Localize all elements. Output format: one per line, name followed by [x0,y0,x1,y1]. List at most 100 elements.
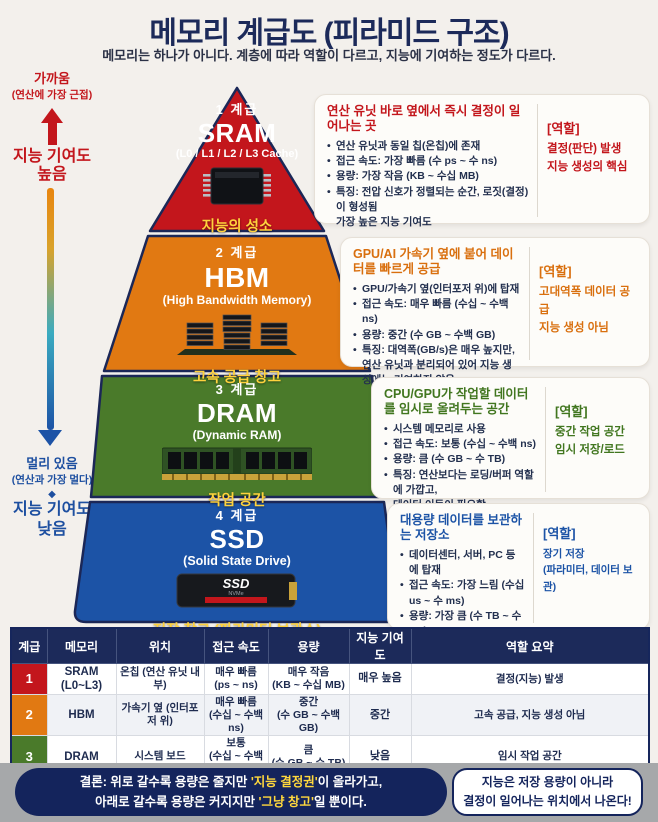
bullet: 접근 속도: 보통 (수십 ~ 수백 ns) [384,437,537,452]
conclusion-text: 아래로 갈수록 용량은 커지지만 [95,795,259,809]
role-text: 장기 저장 (파라미터, 데이터 보관) [543,548,633,593]
col-header-contribution: 지능 기여도 [348,627,412,664]
memory-subname: (L0 / L1 / L2 / L3 Cache) [175,148,299,161]
diamond-icon: ◆ [48,489,56,500]
contribution-cell: 중간 [348,694,412,737]
conclusion-text: 일 뿐이다. [313,795,367,809]
bullet: 연산 유닛과 동일 칩(온칩)에 존재 [327,139,529,154]
memory-name: DRAM [197,398,277,428]
info-title: CPU/GPU가 작업할 데이터를 임시로 올려두는 공간 [384,387,529,416]
role-text: 결정(판단) 발생 지능 생성의 핵심 [547,143,628,173]
conclusion-highlight: '그냥 창고' [258,795,314,809]
pyramid-label-hbm: 2 계급 HBM (High Bandwidth Memory) 고속 공급 창… [132,242,342,387]
info-box-dram: CPU/GPU가 작업할 데이터를 임시로 올려두는 공간 시스템 메모리로 사… [371,377,650,511]
memory-cell: HBM [46,694,117,737]
table-row-hbm: 2 HBM 가속기 옆 (인터포저 위) 매우 빠름 (수십 ~ 수백 ns) … [10,694,650,737]
takeaway-pill: 지능은 저장 용량이 아니라 결정이 일어나는 위치에서 나온다! [452,768,643,816]
speed-cell: 매우 빠름 (ps ~ ns) [203,662,269,696]
gradient-axis-line [47,188,54,430]
bullet: 용량: 중간 (수 GB ~ 수백 GB) [353,328,521,343]
page-title: 메모리 계급도 (피라미드 구조) [149,17,509,50]
level-tagline: 지능의 성소 [201,219,273,236]
bullet: 접근 속도: 가장 느림 (수십 us ~ 수 ms) [400,578,525,608]
role-label: [역할] [539,264,572,279]
speed-cell: 매우 빠름 (수십 ~ 수백 ns) [203,694,269,737]
tier-cell: 1 [10,662,48,696]
col-header-speed: 접근 속도 [203,627,269,664]
info-box-ssd: 대용량 데이터를 보관하는 저장소 데이터센터, 서버, PC 등에 탑재 접근… [387,503,650,683]
conclusion-highlight: '지능 결정권' [250,775,318,789]
table-row-sram: 1 SRAM (L0~L3) 온칩 (연산 유닛 내부) 매우 빠름 (ps ~… [10,662,650,696]
tier-cell: 2 [10,694,48,737]
col-header-memory: 메모리 [46,627,117,664]
axis-proximity-far-sub: (연산과 가장 멀다) [11,474,93,486]
axis-proximity-far-label: 멀리 있음 [26,456,78,471]
info-bullets: 시스템 메모리로 사용 접근 속도: 보통 (수십 ~ 수백 ns) 용량: 큼… [384,422,537,513]
axis-metric-high-label: 지능 기여도 [12,148,92,165]
bullet: 접근 속도: 매우 빠름 (수십 ~ 수백 ns) [353,297,521,327]
ssd-image-label: SSD [223,576,250,591]
pyramid-label-sram: 1 계급 SRAM (L0 / L1 / L2 / L3 Cache) 지능의 … [157,99,317,236]
contribution-cell: 매우 높음 [348,662,412,696]
memory-cell: SRAM (L0~L3) [46,662,117,696]
memory-name: HBM [204,262,270,293]
location-cell: 온칩 (연산 유닛 내부) [115,662,205,696]
col-header-tier: 계급 [10,627,48,664]
memory-subname: (Solid State Drive) [183,554,291,569]
tier-label: 1 계급 [215,102,259,117]
axis-proximity-near-label: 가까움 [34,71,70,86]
role-label: [역할] [543,526,576,541]
memory-subname: (Dynamic RAM) [192,428,282,443]
tier-label: 3 계급 [215,382,259,397]
pyramid-label-ssd: 4 계급 SSD (Solid State Drive) SSD NVMe 저장… [92,505,382,640]
axis-proximity-near-sub: (연산에 가장 근접) [11,89,93,101]
ssd-image-sublabel: NVMe [228,591,243,597]
role-label: [역할] [547,121,580,136]
axis-value-high: 높음 [37,166,67,183]
role-text: 고대역폭 데이터 공급 지능 생성 아님 [539,286,631,334]
bullet: 접근 속도: 가장 빠름 (수 ps ~ 수 ns) [327,154,529,169]
arrow-down-icon [38,430,62,446]
tier-label: 4 계급 [215,508,259,523]
bullet: 특징: 전압 신호가 정렬되는 순간, 로짓(결정)이 형성됨 가장 높은 지능… [327,185,529,231]
level-tagline: 작업 공간 [208,493,266,510]
pyramid-label-dram: 3 계급 DRAM (Dynamic RAM) 작업 공간 [112,379,362,510]
pyramid-level-sram [148,86,326,233]
conclusion-text: 이 올라가고, [317,775,383,789]
level-tagline: 고속 공급 창고 [192,370,282,387]
info-title: 대용량 데이터를 보관하는 저장소 [400,513,522,542]
bullet: GPU/가속기 옆(인터포저 위)에 탑재 [353,282,521,297]
tier-label: 2 계급 [215,245,259,260]
memory-name: SSD [209,524,265,554]
role-cell: 고속 공급, 지능 생성 아님 [410,694,650,737]
page-subtitle: 메모리는 하나가 아니다. 계층에 따라 역할이 다르고, 지능에 기여하는 정… [102,48,556,63]
role-label: [역할] [555,404,588,419]
sram-chip-image [203,167,271,205]
axis-metric-low-label: 지능 기여도 [12,501,92,518]
bullet: 용량: 큼 (수 GB ~ 수 TB) [384,452,537,467]
location-cell: 가속기 옆 (인터포저 위) [115,694,205,737]
takeaway-line-1: 지능은 저장 용량이 아니라 [481,775,614,790]
info-box-sram: 연산 유닛 바로 옆에서 즉시 결정이 일어나는 곳 연산 유닛과 동일 칩(온… [314,94,650,228]
info-title: 연산 유닛 바로 옆에서 즉시 결정이 일어나는 곳 [327,104,521,133]
dram-module-image [161,447,313,481]
col-header-capacity: 용량 [267,627,350,664]
bullet: 용량: 가장 작음 (KB ~ 수십 MB) [327,169,529,184]
table-header-row: 계급 메모리 위치 접근 속도 용량 지능 기여도 역할 요약 [10,627,650,664]
col-header-location: 위치 [115,627,205,664]
info-bullets: GPU/가속기 옆(인터포저 위)에 탑재 접근 속도: 매우 빠름 (수십 ~… [353,282,521,389]
info-box-hbm: GPU/AI 가속기 옆에 붙어 데이터를 빠르게 공급 GPU/가속기 옆(인… [340,237,650,386]
hbm-stack-image [177,315,297,356]
info-title: GPU/AI 가속기 옆에 붙어 데이터를 빠르게 공급 [353,247,514,276]
conclusion-line-2: 아래로 갈수록 용량은 커지지만 '그냥 창고'일 뿐이다. [15,792,447,812]
capacity-cell: 중간 (수 GB ~ 수백 GB) [267,694,350,737]
capacity-cell: 매우 작음 (KB ~ 수십 MB) [267,662,350,696]
arrow-up-icon [39,108,65,145]
bullet: 시스템 메모리로 사용 [384,422,537,437]
conclusion-line-1: 결론: 위로 갈수록 용량은 줄지만 '지능 결정권'이 올라가고, [15,772,447,792]
conclusion-text: 결론: 위로 갈수록 용량은 줄지만 [79,775,251,789]
memory-name: SRAM [197,118,277,148]
conclusion-pill: 결론: 위로 갈수록 용량은 줄지만 '지능 결정권'이 올라가고, 아래로 갈… [15,768,447,816]
col-header-role: 역할 요약 [410,627,650,664]
